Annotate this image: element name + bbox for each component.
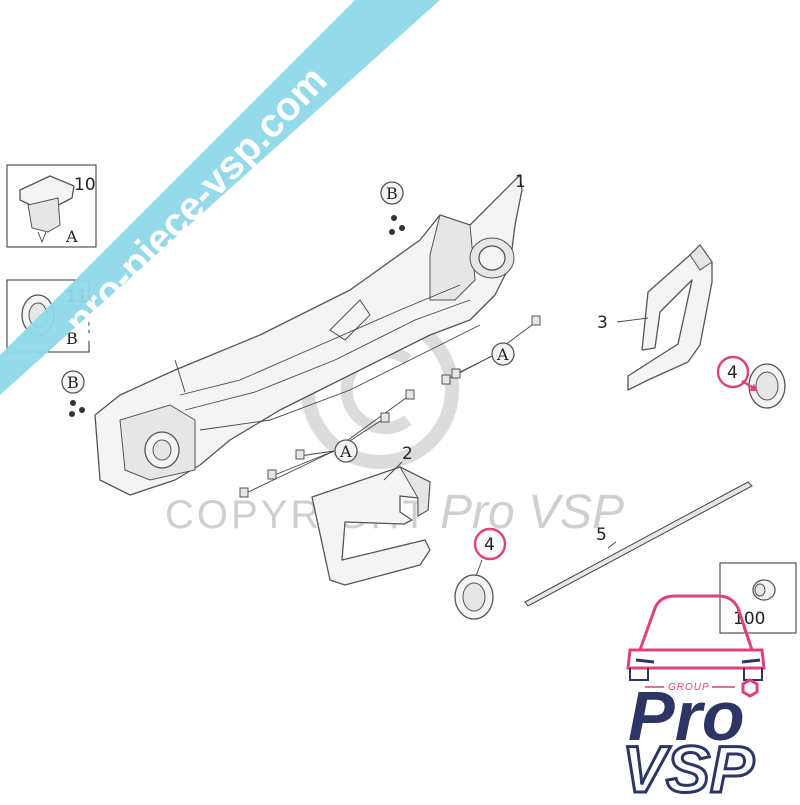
clips-b-group: B B (61, 181, 405, 417)
fog-ring-part-4-right: 4 (716, 355, 786, 409)
callout-1: 1 (515, 172, 526, 192)
trim-part-2: 2 (311, 444, 431, 586)
logo-pro-text: Pro (628, 677, 745, 755)
provsp-logo: GROUP Pro VSP (621, 594, 766, 805)
clips-a-group: A A (239, 315, 541, 498)
watermark-brand: Pro VSP (440, 486, 624, 539)
hexagon-icon (741, 678, 759, 698)
ref-a-box: A (65, 227, 78, 246)
highlight-arrow-icon (749, 384, 758, 391)
callout-2: 2 (402, 444, 413, 464)
logo-vsp-text: VSP (622, 732, 755, 800)
inset-box-100: 100 (719, 562, 797, 634)
callout-4-left: 4 (484, 535, 495, 555)
ref-b-lower: B (67, 373, 79, 392)
callout-3: 3 (597, 313, 608, 333)
ref-b-upper: B (386, 184, 398, 203)
callout-5: 5 (596, 525, 607, 545)
trim-part-3: 3 (597, 244, 713, 391)
logo-group-text: GROUP (668, 682, 710, 693)
strip-part-5: 5 (524, 481, 753, 607)
callout-4-right: 4 (727, 363, 738, 383)
ref-b-box: B (66, 329, 78, 348)
inset-box-10: 10 A (6, 164, 97, 248)
car-outline-icon (626, 594, 766, 670)
bumper-part-1: 1 (94, 172, 526, 496)
ref-a-lower: A (339, 442, 352, 461)
callout-10: 10 (74, 175, 96, 195)
website-banner-text: pro-piece-vsp.com (57, 58, 336, 344)
ref-a-upper: A (496, 345, 509, 364)
fog-ring-part-4-left: 4 (454, 527, 507, 620)
